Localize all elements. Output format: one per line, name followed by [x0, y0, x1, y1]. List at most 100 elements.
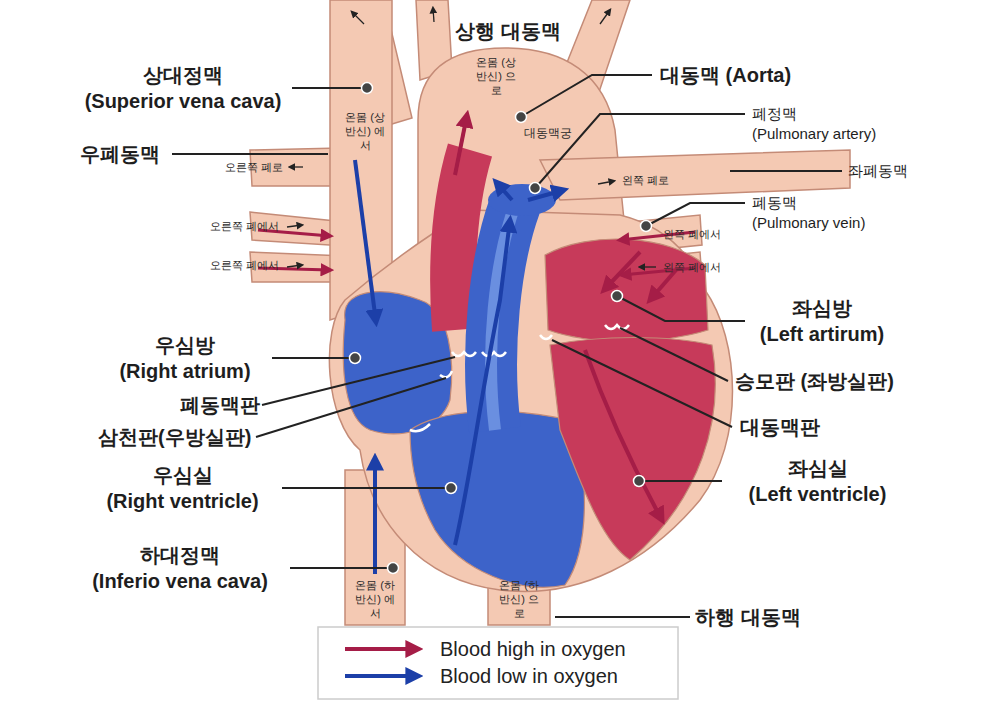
leader-dots-part: [388, 563, 399, 574]
valves-part: [482, 352, 506, 356]
leader-dots-part: [516, 112, 527, 123]
leader-lines-part: [621, 298, 745, 321]
vessel-note: 오른쪽 폐에서: [210, 219, 279, 233]
flow-arrows-part: [455, 220, 510, 545]
leader-lines: [172, 75, 842, 617]
part-label: 상대정맥 (Superior vena cava): [78, 62, 288, 114]
flow-arrows-part: [373, 458, 377, 574]
leader-lines-part: [620, 328, 728, 381]
heart-chambers: [343, 150, 715, 587]
flow-arrows-part: [355, 160, 376, 322]
part-label: 폐동맥판: [180, 392, 260, 418]
line-spacer: [78, 62, 135, 88]
line-spacer: [231, 62, 288, 88]
vessel-note: 온몸 (상반신) 으로: [474, 55, 518, 97]
part-label: 좌심실 (Left ventricle): [730, 455, 905, 507]
part-label: 폐동맥 (Pulmonary vein): [752, 193, 902, 233]
leader-dots-part: [641, 221, 652, 232]
leader-lines-part: [290, 567, 390, 569]
vessel-note: 온몸 (하반신) 으로: [497, 578, 541, 620]
vessels: [250, 0, 850, 625]
leader-lines-part: [172, 153, 328, 155]
vessel-note: 온몸 (하반신) 에서: [353, 578, 397, 620]
leader-dots-part: [446, 483, 457, 494]
small-arrows: [287, 8, 656, 267]
line-spacer: [218, 462, 275, 488]
small-arrows-part: [290, 166, 303, 167]
vessel-note: 오른쪽 폐로: [225, 160, 283, 174]
leader-lines-part: [650, 203, 745, 224]
vessel-note: 대동맥궁: [524, 126, 572, 141]
small-arrows-part: [287, 225, 302, 227]
vessel-note: 왼쪽 폐에서: [663, 260, 721, 274]
valves-part: [410, 424, 430, 431]
part-label: 승모판 (좌방실판): [735, 368, 894, 394]
vessel-note: 왼쪽 폐로: [622, 173, 669, 187]
leader-lines-part: [730, 170, 842, 172]
leader-lines-part: [555, 616, 690, 618]
line-spacer: [730, 455, 782, 481]
vessel-note: 왼쪽 폐에서: [663, 227, 721, 241]
leader-dots-part: [350, 353, 361, 364]
leader-lines-part: [642, 480, 722, 482]
vessels-part: [329, 210, 732, 592]
line-spacer: [105, 332, 150, 358]
valves-part: [440, 371, 452, 377]
part-label: 우심방 (Right atrium): [105, 332, 265, 384]
leader-dots: [350, 83, 652, 574]
small-arrows-part: [433, 8, 434, 22]
flow-arrows-part: [650, 270, 676, 300]
line-spacer: [857, 295, 892, 321]
leader-lines-part: [262, 357, 455, 405]
valves-part: [540, 335, 552, 339]
flow-arrows: [258, 115, 695, 574]
leader-lines-part: [272, 357, 352, 359]
part-label: 좌심방 (Left artirum): [752, 295, 892, 347]
leader-lines-part: [256, 378, 446, 437]
flow-arrows-part: [496, 182, 512, 200]
part-label: 하대정맥 (Inferio vena cava): [80, 542, 280, 594]
vessel-note: 온몸 (상반신) 에서: [343, 110, 387, 152]
legend-text: Blood high in oxygen: [440, 636, 626, 662]
line-spacer: [752, 295, 787, 321]
line-spacer: [220, 332, 265, 358]
line-spacer: [853, 455, 905, 481]
part-label: 상행 대동맥: [455, 18, 561, 44]
small-arrows-part: [640, 266, 656, 267]
part-label: 폐정맥 (Pulmonary artery): [752, 104, 902, 144]
valves-part: [605, 325, 629, 329]
part-label: 대동맥판: [740, 414, 820, 440]
leader-lines-part: [524, 75, 652, 115]
vessel-note: 오른쪽 폐에서: [210, 258, 279, 272]
legend-box: [318, 627, 678, 699]
small-arrows-part: [352, 12, 364, 24]
legend-box-part: [345, 674, 418, 678]
line-spacer: [80, 542, 132, 568]
leader-lines-part: [537, 114, 745, 186]
leader-dots-part: [530, 183, 541, 194]
part-label: 하행 대동맥: [695, 604, 801, 630]
part-label: 대동맥 (Aorta): [660, 62, 791, 88]
part-label: 우폐동맥: [80, 141, 160, 167]
valves-part: [452, 352, 476, 356]
heart-chambers-part: [488, 184, 556, 216]
flow-arrows-part: [604, 252, 640, 290]
part-label: 우심실 (Right ventricle): [90, 462, 275, 514]
heart-chambers-part: [550, 338, 715, 561]
heart-chambers-part: [453, 150, 470, 330]
leader-lines-part: [552, 340, 732, 427]
small-arrows-part: [598, 181, 614, 184]
leader-lines-part: [292, 87, 364, 89]
flow-arrows-part: [455, 115, 467, 175]
line-spacer: [90, 462, 147, 488]
legend-text: Blood low in oxygen: [440, 663, 618, 689]
small-arrows-part: [287, 265, 302, 267]
small-arrows-part: [600, 10, 610, 24]
leader-dots-part: [634, 476, 645, 487]
leader-lines-part: [282, 487, 448, 489]
heart-chambers-part: [410, 411, 584, 587]
line-spacer: [812, 104, 902, 124]
legend-box-part: [318, 627, 678, 699]
legend-box-part: [345, 647, 418, 651]
